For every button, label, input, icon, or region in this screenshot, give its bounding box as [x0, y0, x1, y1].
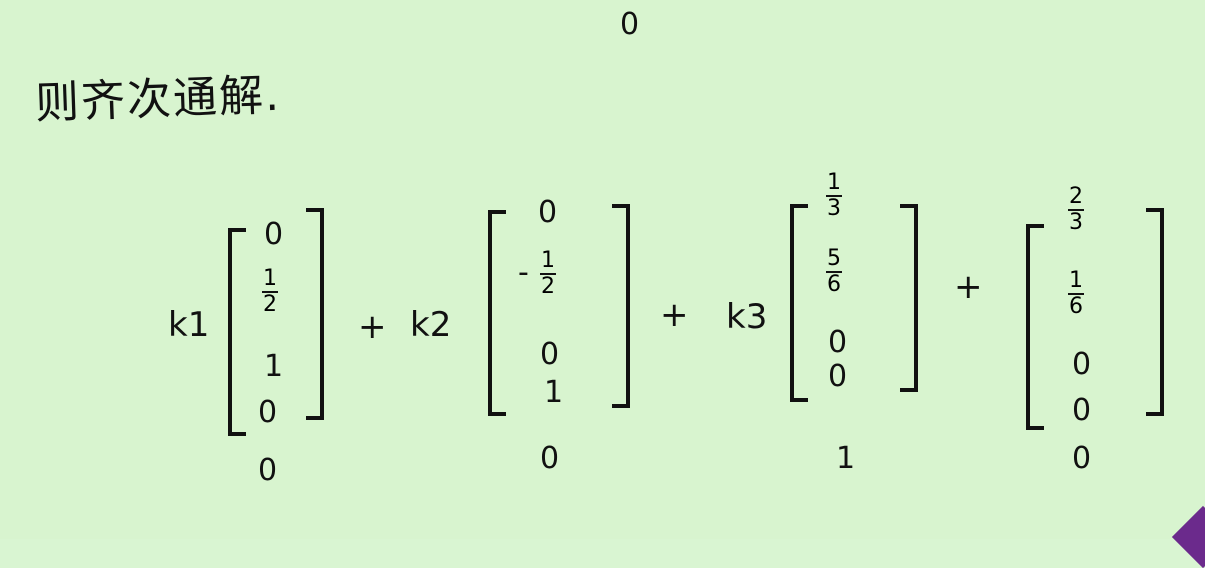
left-bracket-2	[488, 210, 506, 416]
v1-entry-1: 0	[264, 217, 284, 252]
fraction-bar	[826, 195, 842, 197]
v2-entry-2-sign: -	[518, 255, 529, 290]
v3-entry-1-den: 3	[827, 196, 841, 221]
v3-entry-2-den: 6	[827, 272, 841, 297]
plus-sign-3: +	[954, 267, 983, 307]
v4-entry-2-num: 1	[1069, 268, 1083, 293]
v4-entry-4: 0	[1072, 393, 1092, 428]
v3-entry-3: 0	[828, 325, 848, 360]
left-bracket-1	[228, 228, 246, 436]
right-bracket-2	[612, 204, 630, 408]
v1-entry-3: 1	[264, 349, 284, 384]
v2-entry-2-den: 2	[541, 274, 555, 299]
v4-entry-2-den: 6	[1069, 294, 1083, 319]
v1-entry-2-den: 2	[263, 292, 277, 317]
v2-entry-5: 0	[540, 441, 560, 476]
heading-text: 则齐次通解.	[34, 69, 282, 130]
v1-entry-5: 0	[258, 453, 278, 488]
v3-entry-4: 0	[828, 359, 848, 394]
right-bracket-3	[900, 204, 918, 392]
plus-sign-1: +	[358, 307, 387, 347]
v4-entry-3: 0	[1072, 347, 1092, 382]
v4-entry-1-den: 3	[1069, 210, 1083, 235]
fraction-bar	[540, 273, 556, 275]
fraction-bar	[1068, 209, 1084, 211]
fraction-bar	[1068, 293, 1084, 295]
top-zero-mark: 0	[620, 7, 640, 42]
coefficient-k1: k1	[168, 305, 210, 345]
v2-entry-3: 0	[540, 337, 560, 372]
v1-entry-4: 0	[258, 395, 278, 430]
v1-entry-2-num: 1	[263, 266, 277, 291]
plus-sign-2: +	[660, 295, 689, 335]
v4-entry-5: 0	[1072, 441, 1092, 476]
v3-entry-1-num: 1	[827, 170, 841, 195]
v2-entry-1: 0	[538, 195, 558, 230]
coefficient-k3: k3	[726, 297, 768, 337]
fraction-bar	[262, 291, 278, 293]
v2-entry-2-num: 1	[541, 248, 555, 273]
left-bracket-4	[1026, 224, 1044, 430]
right-bracket-1	[306, 208, 324, 420]
v3-entry-2-num: 5	[827, 246, 841, 271]
v3-entry-5: 1	[836, 441, 856, 476]
left-bracket-3	[790, 204, 808, 402]
corner-decoration	[1171, 505, 1205, 568]
v2-entry-4: 1	[544, 375, 564, 410]
v4-entry-1-num: 2	[1069, 184, 1083, 209]
coefficient-k2: k2	[410, 305, 452, 345]
right-bracket-4	[1146, 208, 1164, 416]
fraction-bar	[826, 271, 842, 273]
